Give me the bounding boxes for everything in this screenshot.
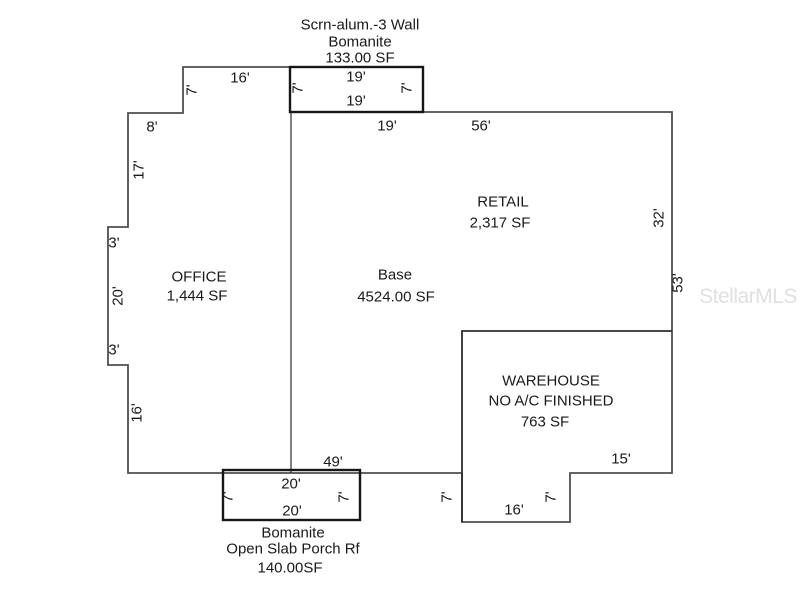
dim-label: 3' <box>108 341 120 359</box>
dim-label: 7' <box>289 82 307 94</box>
dim-label: 15' <box>611 450 631 468</box>
screen-porch-outline <box>288 65 425 114</box>
dim-label: 20' <box>282 502 302 520</box>
dim-label: 32' <box>650 208 668 228</box>
dim-label: 49' <box>323 453 343 471</box>
room-warehouse-note: NO A/C FINISHED <box>488 392 614 410</box>
note-slab-porch-floor: Bomanite <box>261 524 325 542</box>
note-slab-porch-area: 140.00SF <box>257 559 323 577</box>
dim-label: 19' <box>346 68 366 86</box>
room-base-area: 4524.00 SF <box>357 288 435 306</box>
dim-label: 19' <box>377 117 397 135</box>
dim-label: 8' <box>146 118 158 136</box>
room-base-name: Base <box>377 266 413 284</box>
dim-label: 7' <box>335 491 353 503</box>
note-screen-porch-area: 133.00 SF <box>325 49 395 67</box>
note-screen-porch-floor: Bomanite <box>328 33 392 51</box>
dim-label: 56' <box>471 117 491 135</box>
room-warehouse-area: 763 SF <box>520 413 570 431</box>
room-retail-name: RETAIL <box>477 193 529 211</box>
dim-label: 16' <box>230 69 250 87</box>
note-slab-porch-type: Open Slab Porch Rf <box>226 540 360 558</box>
dim-label: 7' <box>438 491 456 503</box>
slab-porch-outline <box>221 468 362 522</box>
room-warehouse-name: WAREHOUSE <box>502 372 600 390</box>
dim-label: 19' <box>346 92 366 110</box>
dim-label: 17' <box>130 160 148 180</box>
note-screen-porch-type: Scrn-alum.-3 Wall <box>300 16 420 34</box>
dim-label: 7' <box>542 491 560 503</box>
room-office-name: OFFICE <box>171 268 227 286</box>
dim-label: 7' <box>398 82 416 94</box>
stellar-mls-watermark: StellarMLS <box>699 285 797 308</box>
dim-label: 7' <box>183 84 201 96</box>
dim-label: 7' <box>219 491 237 503</box>
dim-label: 20' <box>281 475 301 493</box>
dim-label: 16' <box>504 501 524 519</box>
dim-label: 3' <box>108 234 120 252</box>
dim-label: 16' <box>128 403 146 423</box>
room-office-area: 1,444 SF <box>166 287 228 305</box>
warehouse-walls <box>461 330 672 522</box>
dim-label: 20' <box>109 286 127 306</box>
dim-label: 53' <box>669 273 687 293</box>
room-retail-area: 2,317 SF <box>469 214 531 232</box>
